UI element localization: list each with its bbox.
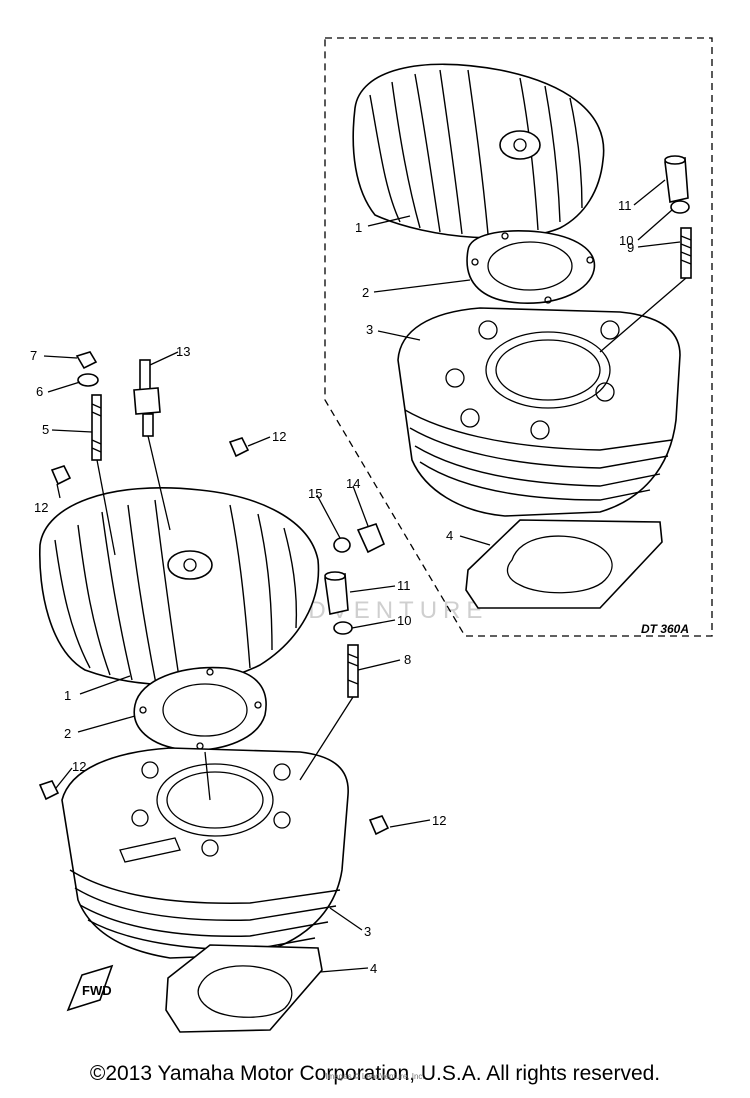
nut-12-b [50,465,72,486]
callout-11-mid: 11 [397,578,411,593]
callout-labels: 1 2 3 4 9 10 11 7 6 5 13 12 12 15 14 11 … [30,198,634,976]
callout-13: 13 [176,344,190,359]
main-cylinder-block [61,747,349,959]
washer-10-mid [333,621,353,635]
callout-3-inset: 3 [366,322,373,337]
callout-9: 9 [627,240,634,255]
nut-12-c [38,780,60,801]
callout-11-inset: 11 [618,198,632,213]
callout-14: 14 [346,476,360,491]
plug-14 [356,523,386,554]
stud-5 [91,394,102,461]
gasket-15 [333,537,351,553]
spark-plug-13 [133,359,161,437]
callout-12-a: 12 [272,429,286,444]
callout-10-inset: 10 [619,233,633,248]
callout-5: 5 [42,422,49,437]
callout-2-main: 2 [64,726,71,741]
cap-nut-7 [75,351,98,370]
inset-head-gasket [466,230,596,304]
callout-10-mid: 10 [397,613,411,628]
inset-washer-10 [670,200,690,214]
inset-cylinder-block [397,307,681,517]
main-cylinder-head [38,487,320,686]
front-direction-arrow: FWD [66,964,114,1012]
callout-12-b: 12 [34,500,48,515]
inset-cap-nut-11 [664,155,689,203]
inset-stud-9 [680,227,692,279]
main-base-gasket [165,944,323,1033]
model-tag: DT 360A [641,622,689,636]
nut-12-a [228,437,250,458]
callout-15: 15 [308,486,322,501]
callout-1-inset: 1 [355,220,362,235]
front-arrow-label: FWD [82,983,112,998]
callout-4-inset: 4 [446,528,453,543]
stud-8 [347,644,359,698]
callout-6: 6 [36,384,43,399]
callout-1-main: 1 [64,688,71,703]
callout-2-inset: 2 [362,285,369,300]
callout-8: 8 [404,652,411,667]
leader-lines [43,179,687,973]
nut-12-d [368,815,390,836]
washer-6 [77,373,99,387]
inset-cylinder-head [352,63,605,239]
copyright-notice: ©2013 Yamaha Motor Corporation, U.S.A. A… [89,1062,661,1085]
main-head-gasket [133,666,267,751]
cap-nut-11-mid [324,571,349,615]
inset-dashed-border [324,37,713,637]
callout-12-c: 12 [72,759,86,774]
callout-3-main: 3 [364,924,371,939]
inset-base-gasket [465,519,663,609]
callout-7: 7 [30,348,37,363]
callout-4-main: 4 [370,961,377,976]
callout-12-d: 12 [432,813,446,828]
